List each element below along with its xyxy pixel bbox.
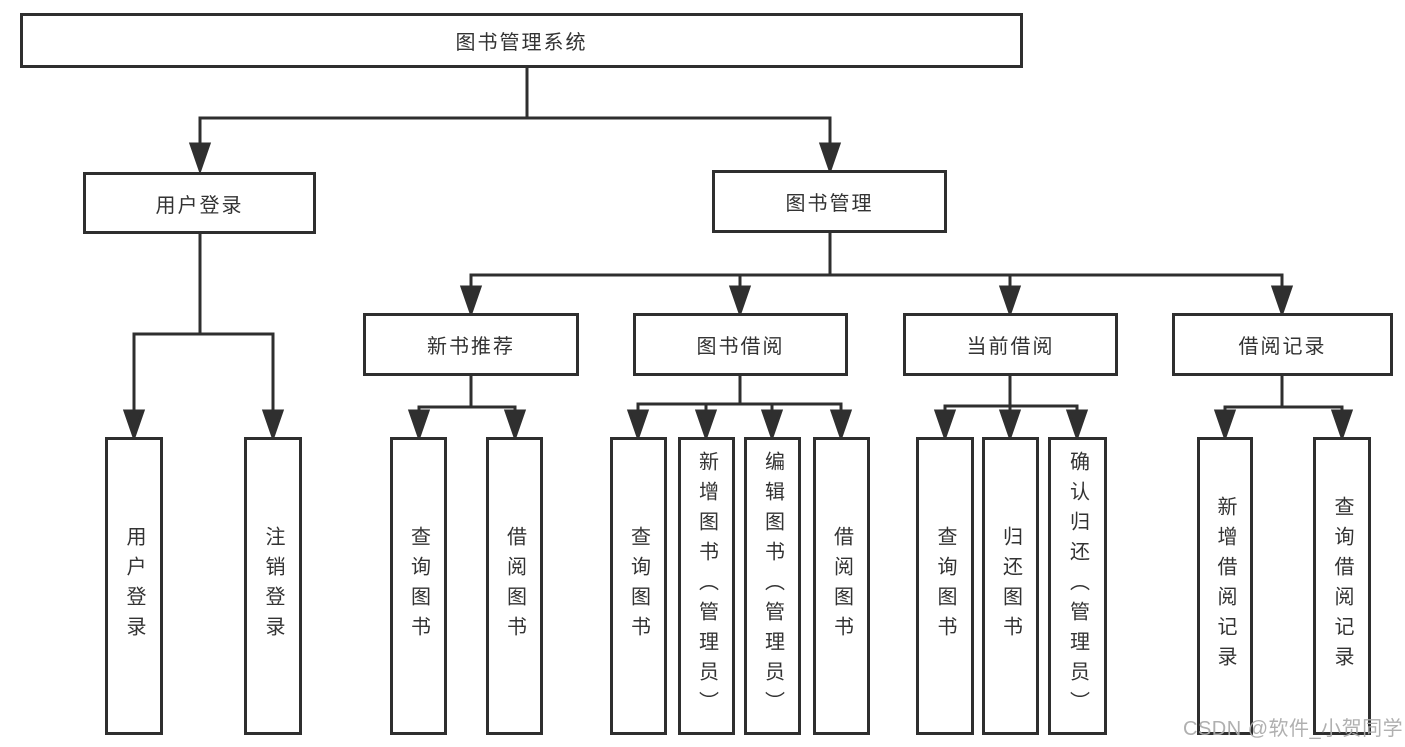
leaf-logout: 注销登录 bbox=[244, 437, 302, 735]
node-book-borrow: 图书借阅 bbox=[633, 313, 848, 376]
node-book-management: 图书管理 bbox=[712, 170, 947, 233]
leaf-borrow-edit-books-admin: 编辑图书（管理员） bbox=[744, 437, 801, 735]
node-new-book-recommend: 新书推荐 bbox=[363, 313, 579, 376]
connector-user-login-to-leaves bbox=[122, 234, 285, 442]
leaf-newbooks-borrow-books: 借阅图书 bbox=[486, 437, 543, 735]
leaf-current-confirm-return-admin: 确认归还（管理员） bbox=[1048, 437, 1107, 735]
csdn-watermark: CSDN @软件_小贺同学 bbox=[1183, 718, 1404, 740]
connector-book-borrow-to-leaves bbox=[626, 376, 853, 442]
leaf-borrow-add-books-admin: 新增图书（管理员） bbox=[678, 437, 735, 735]
leaf-current-query-books: 查询图书 bbox=[916, 437, 974, 735]
node-root-library-system: 图书管理系统 bbox=[20, 13, 1023, 68]
leaf-borrow-borrow-books: 借阅图书 bbox=[813, 437, 870, 735]
leaf-newbooks-query-books: 查询图书 bbox=[390, 437, 447, 735]
leaf-records-query-record: 查询借阅记录 bbox=[1313, 437, 1371, 735]
connector-borrow-records-to-leaves bbox=[1213, 376, 1354, 442]
connector-new-books-to-leaves bbox=[407, 376, 527, 442]
leaf-borrow-query-books: 查询图书 bbox=[610, 437, 667, 735]
leaf-records-add-record: 新增借阅记录 bbox=[1197, 437, 1253, 735]
connector-root-to-level2 bbox=[188, 68, 842, 175]
leaf-user-login: 用户登录 bbox=[105, 437, 163, 735]
connector-book-mgmt-to-level3 bbox=[459, 233, 1294, 318]
node-user-login: 用户登录 bbox=[83, 172, 316, 234]
node-borrow-records: 借阅记录 bbox=[1172, 313, 1393, 376]
connector-current-borrow-to-leaves bbox=[933, 376, 1089, 442]
node-current-borrow: 当前借阅 bbox=[903, 313, 1118, 376]
leaf-current-return-books: 归还图书 bbox=[982, 437, 1039, 735]
